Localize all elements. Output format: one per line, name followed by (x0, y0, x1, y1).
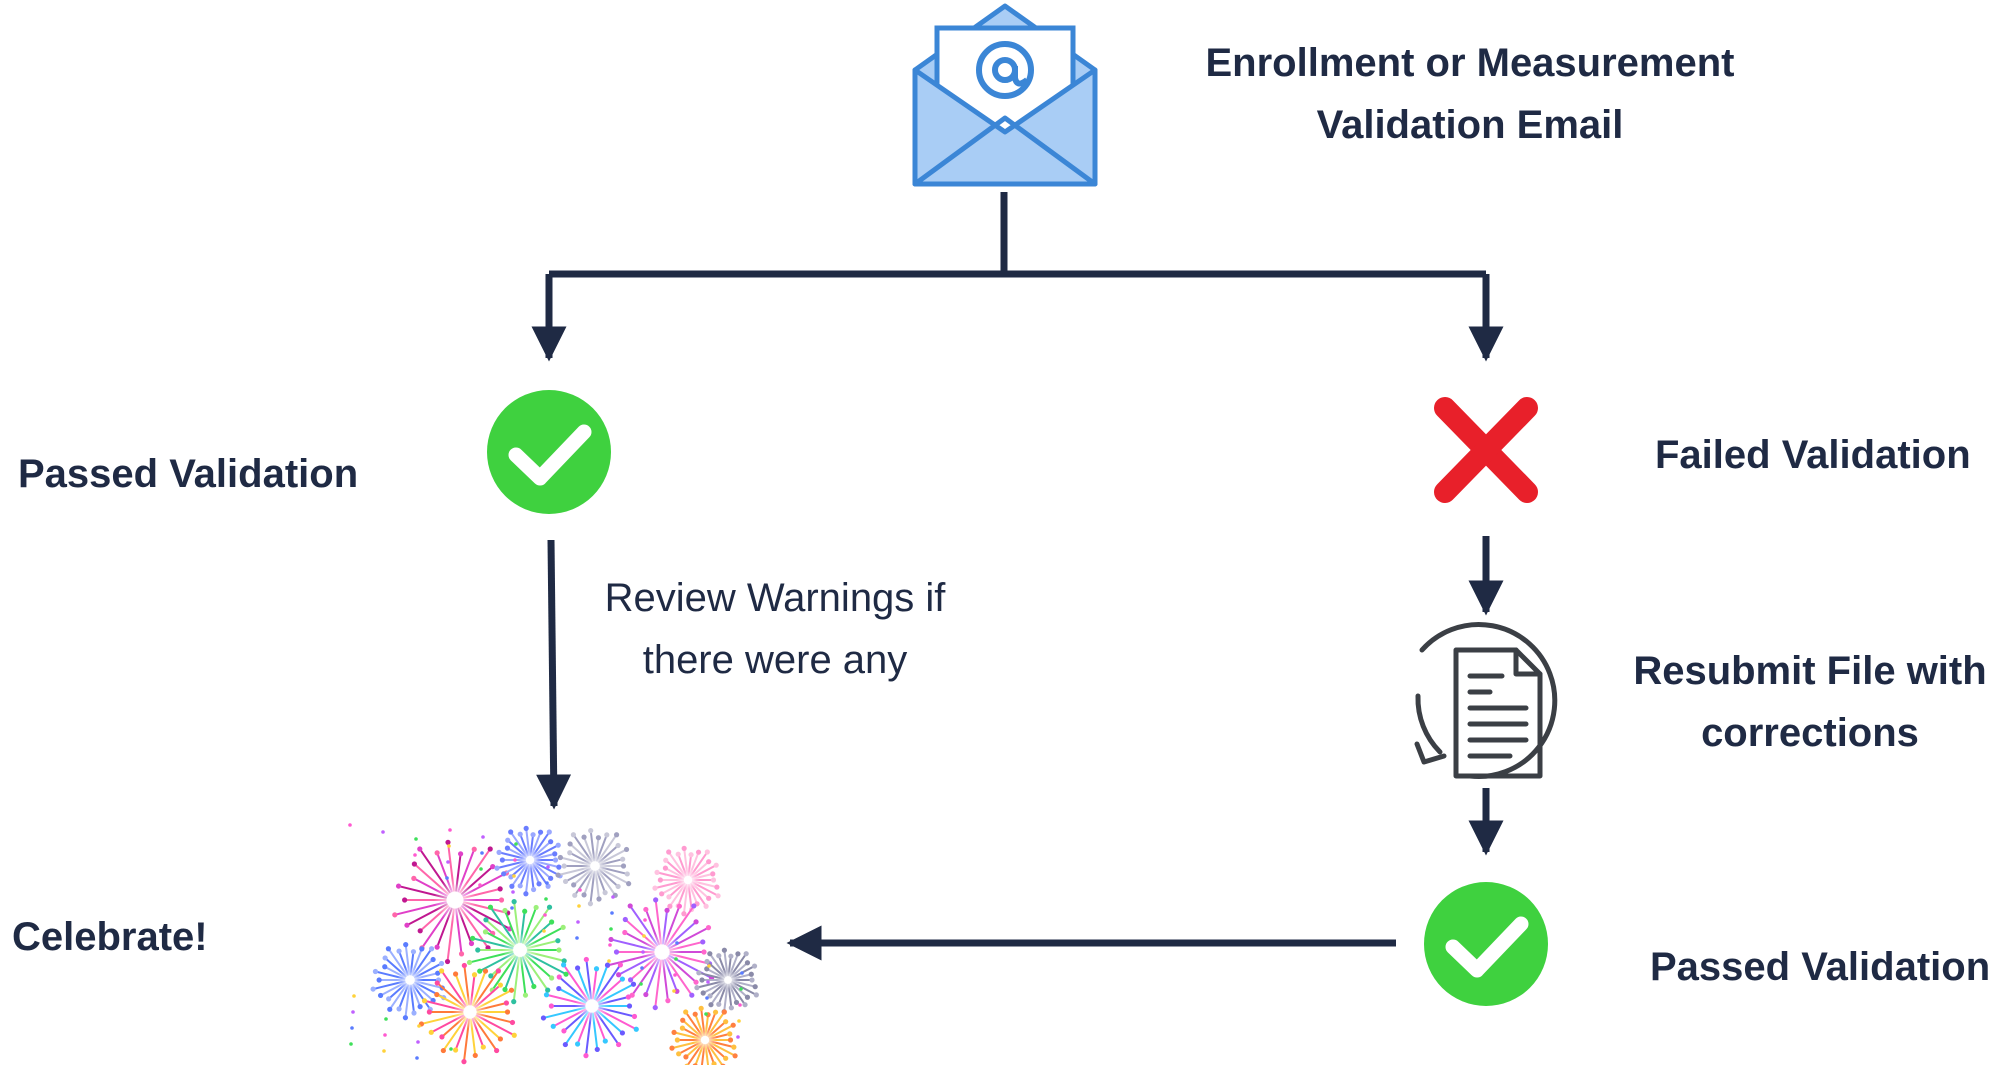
fireworks-icon (348, 823, 759, 1065)
email-title: Enrollment or Measurement Validation Ema… (1160, 32, 1780, 156)
review-warnings-note: Review Warnings if there were any (560, 567, 990, 691)
green-check-icon (487, 390, 611, 514)
passed-validation-label: Passed Validation (18, 452, 359, 496)
celebrate-label: Celebrate! (12, 915, 208, 959)
resubmit-line1: Resubmit File with (1633, 649, 1987, 693)
arrow-passed-to-celebrate (536, 539, 572, 810)
red-x-icon (1434, 397, 1538, 503)
review-warnings-line1: Review Warnings if (604, 576, 946, 620)
connectors (531, 192, 1504, 961)
final-passed-validation-label: Passed Validation (1650, 945, 1991, 989)
failed-validation-label: Failed Validation (1655, 433, 1971, 477)
green-check-icon (1424, 882, 1548, 1006)
review-warnings-line2: there were any (642, 638, 908, 682)
resubmit-line2: corrections (1701, 711, 1919, 755)
resubmit-label: Resubmit File with corrections (1620, 640, 2000, 764)
email-title-line2: Validation Email (1316, 103, 1624, 147)
email-at-icon (912, 3, 1098, 187)
resubmit-document-icon (1414, 622, 1558, 779)
email-title-line1: Enrollment or Measurement (1205, 41, 1735, 85)
